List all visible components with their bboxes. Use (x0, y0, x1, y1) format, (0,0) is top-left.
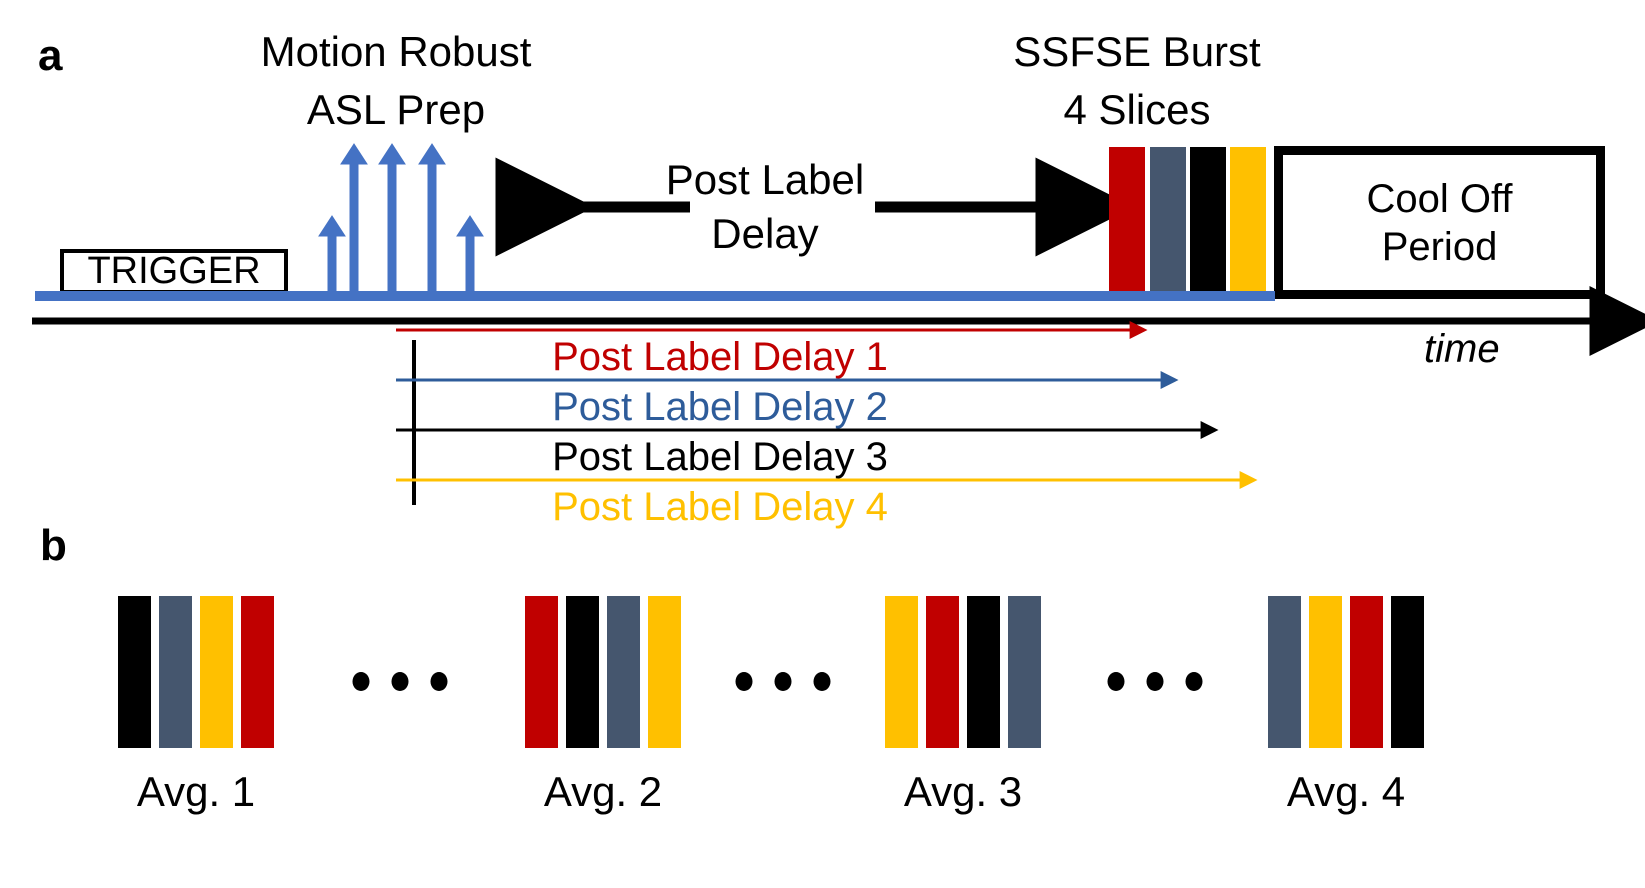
avg-label-2: Avg. 2 (543, 768, 663, 815)
post-label-delay-line1: Post Label (665, 156, 865, 203)
avg-2-slice-bar-2 (566, 596, 599, 748)
asl-prep-label-line1: Motion Robust (260, 28, 532, 75)
ssfse-slice-bar-3 (1190, 147, 1226, 299)
avg-2-slice-bar-4 (648, 596, 681, 748)
avg-3-slice-bar-1 (885, 596, 918, 748)
asl-prep-pulse-head-3 (378, 143, 406, 165)
time-axis (32, 286, 1645, 505)
ssfse-slice-bar-1 (1109, 147, 1145, 299)
asl-prep-pulse-head-4 (418, 143, 446, 165)
asl-prep-pulse-head-2 (340, 143, 368, 165)
cool-off-period-box: Cool Off Period (1274, 146, 1605, 299)
post-label-delay-arrows (495, 157, 1135, 257)
blue-timeline-baseline (35, 291, 1275, 301)
ssfse-slice-bar-2 (1150, 147, 1186, 299)
avg-3-slice-bar-2 (926, 596, 959, 748)
post-label-delay-line2: Delay (711, 210, 819, 257)
panel-b-letter: b (40, 521, 67, 570)
avg-1-slice-bar-2 (159, 596, 192, 748)
asl-prep-pulse-head-5 (456, 215, 484, 237)
post-label-delay-label-group: Post Label Delay 1 Post Label Delay 2 Post… (552, 335, 888, 529)
ssfse-slice-bar-4 (1230, 147, 1266, 299)
ellipsis-dots-1 (352, 672, 447, 696)
avg-4-slice-bar-4 (1391, 596, 1424, 748)
avg-label-3: Avg. 3 (903, 768, 1023, 815)
delay-label-3: Post Label Delay 3 (552, 435, 888, 479)
trigger-box: TRIGGER (60, 249, 288, 294)
panel-a-letter: a (38, 31, 63, 80)
ssfse-burst-bars (0, 0, 1645, 330)
asl-prep-pulse-head-1 (318, 215, 346, 237)
ellipsis-dots-3 (1107, 672, 1202, 696)
cool-off-line1: Cool Off (1366, 176, 1513, 221)
avg-1-slice-bar-3 (200, 596, 233, 748)
delay-label-2: Post Label Delay 2 (552, 385, 888, 429)
cool-off-line2: Period (1381, 224, 1498, 269)
time-axis-label: time (1424, 327, 1500, 371)
delay-label-4: Post Label Delay 4 (552, 485, 888, 529)
avg-2-slice-bar-1 (525, 596, 558, 748)
avg-1-slice-bar-1 (118, 596, 151, 748)
avg-label-4: Avg. 4 (1286, 768, 1406, 815)
trigger-label: TRIGGER (87, 249, 261, 292)
ellipsis-dots-2 (735, 672, 831, 696)
asl-prep-label-line2: ASL Prep (306, 86, 486, 133)
avg-4-slice-bar-2 (1309, 596, 1342, 748)
avg-label-1: Avg. 1 (136, 768, 256, 815)
avg-1-slice-bar-4 (241, 596, 274, 748)
avg-3-slice-bar-4 (1008, 596, 1041, 748)
avg-4-slice-bar-1 (1268, 596, 1301, 748)
delay-label-1: Post Label Delay 1 (552, 335, 888, 379)
ssfse-label-line1: SSFSE Burst (1013, 28, 1261, 75)
ssfse-label-line2: 4 Slices (1063, 86, 1211, 133)
avg-4-slice-bar-3 (1350, 596, 1383, 748)
post-label-delay-measure-arrows (396, 321, 1258, 489)
asl-prep-pulse-arrows (318, 143, 484, 296)
avg-2-slice-bar-3 (607, 596, 640, 748)
avg-3-slice-bar-3 (967, 596, 1000, 748)
